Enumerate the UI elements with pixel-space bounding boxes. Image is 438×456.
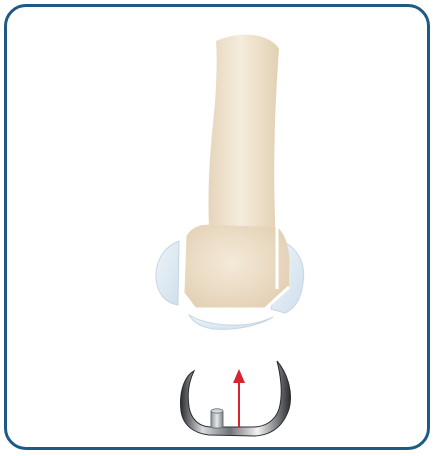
resected-fragment-bottom (189, 315, 273, 329)
implant-shell (181, 361, 291, 436)
up-arrow-icon (233, 369, 245, 427)
femur-condyle (183, 225, 289, 309)
femur-bone-icon (156, 35, 304, 330)
femur-shaft (208, 35, 279, 228)
resected-fragment-left (156, 241, 179, 305)
femoral-implant-icon (181, 361, 291, 436)
knee-implant-diagram (4, 4, 430, 450)
figure-frame (4, 4, 430, 450)
